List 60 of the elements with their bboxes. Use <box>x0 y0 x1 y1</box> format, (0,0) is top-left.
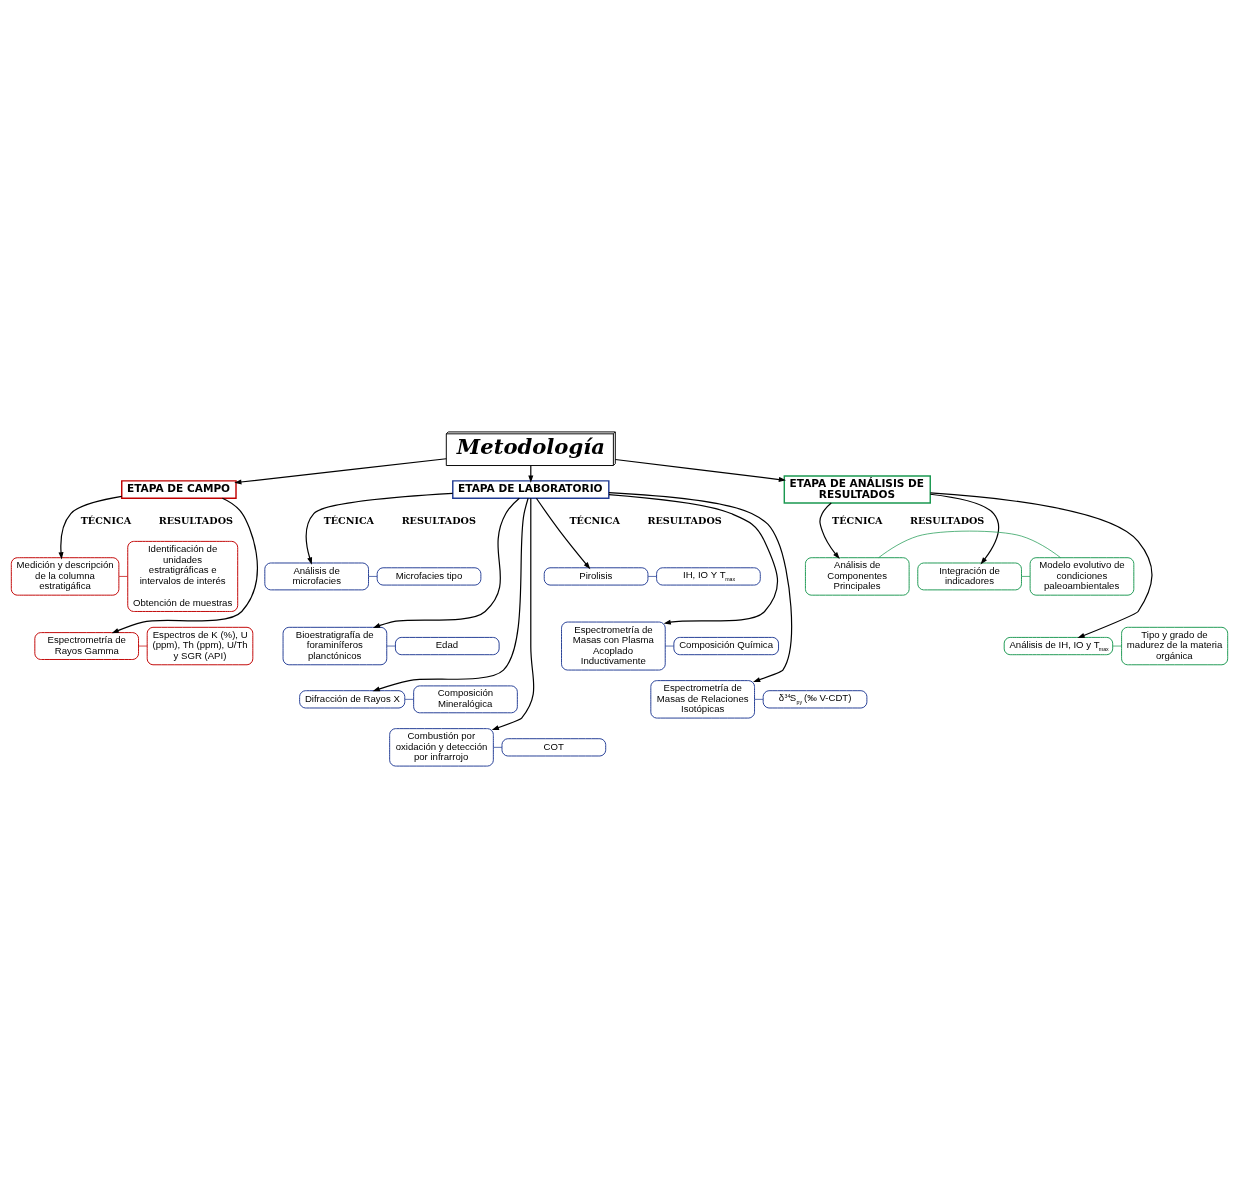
node-box: Integración de indicadores <box>917 562 1022 590</box>
node-box: Espectrometría de Rayos Gamma <box>34 631 140 660</box>
label: TÉCNICA <box>832 514 883 526</box>
node-box: Medición y descripción de la columna estratigáfica <box>10 556 120 596</box>
node-box: ETAPA DE ANÁLISIS DE RESULTADOS <box>783 474 931 504</box>
connector <box>1112 645 1122 646</box>
arrow <box>372 497 520 628</box>
connector <box>138 645 148 646</box>
label: TÉCNICA <box>323 514 375 526</box>
node-box: Microfacies tipo <box>376 566 482 586</box>
node-box: ETAPA DE LABORATORIO <box>452 479 610 499</box>
arrow <box>372 497 529 691</box>
node-box: Espectros de K (%), U (ppm), Th (ppm), U/Th y SGR (API) <box>146 626 254 665</box>
connector <box>404 698 414 700</box>
arrow <box>929 493 1000 564</box>
arrow <box>608 491 793 682</box>
node-box: Análisis de microfacies <box>264 562 369 590</box>
node-box: COT <box>501 737 607 756</box>
node-box: Análisis de Componentes Principales <box>804 556 910 596</box>
connector <box>647 575 657 577</box>
arrow <box>929 491 1153 638</box>
node-box: Análisis de IH, IO y T$_{max}$ <box>1003 636 1114 655</box>
node-box: δ$^{34}$S$_{py}$ (‰ V-CDT) <box>762 689 868 708</box>
node-box: ETAPA DE CAMPO <box>121 479 237 499</box>
connector <box>493 746 503 748</box>
node-box: Difracción de Rayos X <box>299 689 406 708</box>
node-box: Identificación de unidades estratigráficas e intervalos de interés Obtención de muestras <box>127 540 239 612</box>
node-box: Modelo evolutivo de condiciones paleoambientales <box>1029 556 1135 596</box>
node-box: Composición Mineralógica <box>413 684 518 713</box>
label: RESULTADOS <box>158 514 233 526</box>
label: RESULTADOS <box>401 514 476 526</box>
node-box: Espectrometría de Masas con Plasma Acoplado Inductivamente <box>561 621 666 671</box>
label: RESULTADOS <box>910 514 985 526</box>
node-box: Edad <box>394 636 500 655</box>
node-box: Espectrometría de Masas de Relaciones Isotópicas <box>650 679 755 719</box>
connector <box>386 645 396 646</box>
connector <box>368 575 378 577</box>
arrow <box>608 493 779 625</box>
arrow <box>111 497 258 633</box>
node-box: Combustión por oxidación y detección por infrarrojo <box>389 727 494 767</box>
arrow <box>819 501 840 559</box>
arrow <box>491 497 535 730</box>
node-box: Composición Química <box>673 636 779 655</box>
arrow <box>58 495 123 559</box>
connector <box>665 645 675 646</box>
label: TÉCNICA <box>569 514 620 526</box>
label: TÉCNICA <box>80 514 132 526</box>
connector <box>878 530 1061 558</box>
connector <box>754 698 764 700</box>
label: RESULTADOS <box>647 514 722 526</box>
node-box: Pirolisis <box>543 566 649 586</box>
arrow <box>234 457 447 484</box>
node-box: IH, IO Y T$_{max}$ <box>656 566 761 586</box>
connector <box>118 575 128 577</box>
connector <box>1021 575 1031 577</box>
arrow <box>305 492 454 565</box>
arrow <box>535 497 591 569</box>
node-box: Bioestratigrafía de foraminíferos planctónicos <box>282 626 388 665</box>
arrow <box>614 458 787 482</box>
node-box: Tipo y grado de madurez de la materia orgánica <box>1121 626 1229 665</box>
